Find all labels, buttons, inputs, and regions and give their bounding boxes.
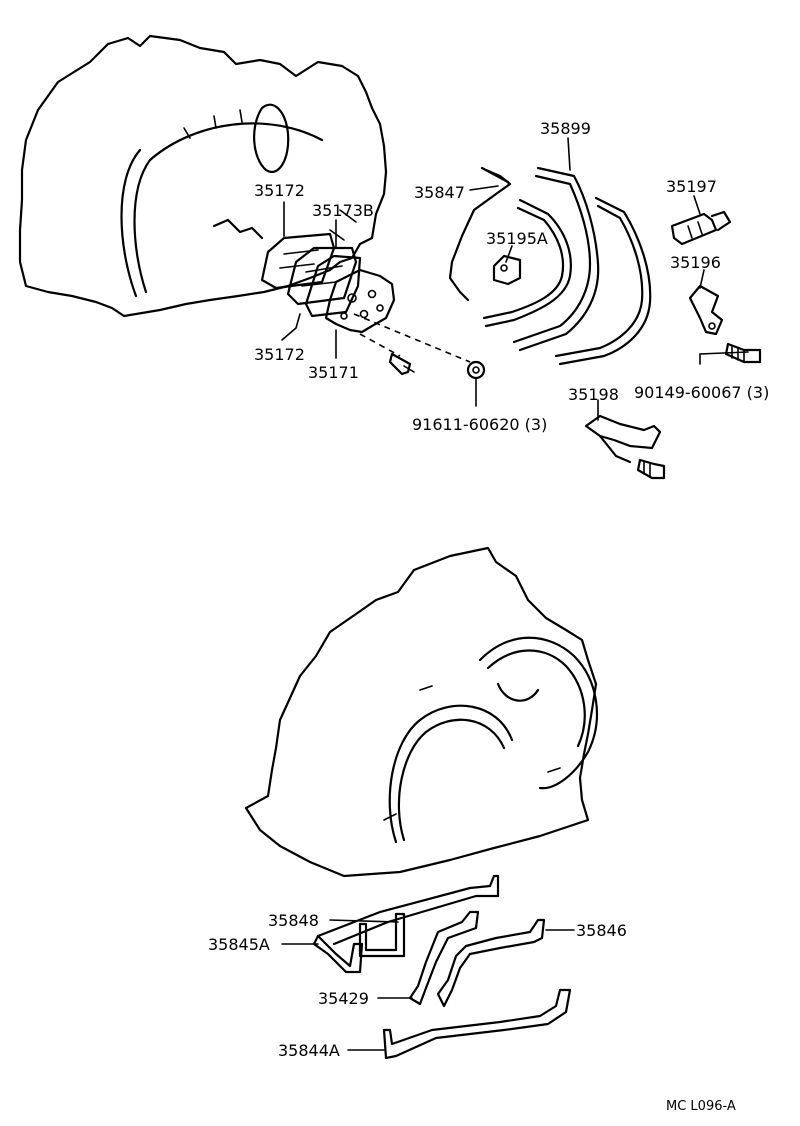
pipe-right-outer	[554, 196, 652, 366]
washer-91611	[466, 360, 486, 380]
label-35844a: 35844A	[278, 1041, 340, 1060]
sensor-35197	[670, 210, 732, 246]
valve-body-35171	[324, 268, 396, 334]
label-90149-60067: 90149-60067 (3)	[634, 383, 769, 402]
label-35196: 35196	[670, 253, 721, 272]
upper-transmission-housing	[18, 34, 388, 318]
pipe-35848	[316, 874, 500, 958]
label-35198: 35198	[568, 385, 619, 404]
label-35429: 35429	[318, 989, 369, 1008]
bracket-35198	[584, 414, 662, 464]
bolt-35198	[636, 458, 666, 480]
label-35847: 35847	[414, 183, 465, 202]
label-35845a: 35845A	[208, 935, 270, 954]
label-35846: 35846	[576, 921, 627, 940]
pipe-35847	[448, 166, 512, 302]
pipe-35844a	[382, 988, 572, 1060]
label-35197: 35197	[666, 177, 717, 196]
pipe-35899	[512, 166, 600, 352]
valve-gasket-35173b	[286, 246, 358, 306]
diagram-code: MC L096-A	[666, 1099, 736, 1114]
label-35171: 35171	[308, 363, 359, 382]
leader-lines	[281, 137, 749, 1051]
label-35899: 35899	[540, 119, 591, 138]
pipe-35429	[408, 910, 546, 1008]
label-91611-60620: 91611-60620 (3)	[412, 415, 547, 434]
clamp-35195a	[492, 254, 522, 286]
pipe-35845a	[312, 934, 364, 974]
pipe-inner-35195	[482, 198, 572, 328]
lower-transmission-housing	[244, 546, 599, 878]
label-35172-top: 35172	[254, 181, 305, 200]
label-35172-bottom: 35172	[254, 345, 305, 364]
label-35195a: 35195A	[486, 229, 548, 248]
assembly-guide-line	[353, 313, 471, 363]
assembly-guide-line-2	[359, 333, 401, 357]
valve-plate-35172-bottom	[304, 254, 362, 318]
label-35173b: 35173B	[312, 201, 374, 220]
label-35848: 35848	[268, 911, 319, 930]
bracket-35196	[688, 284, 724, 336]
bolt-small-valve	[388, 352, 415, 376]
